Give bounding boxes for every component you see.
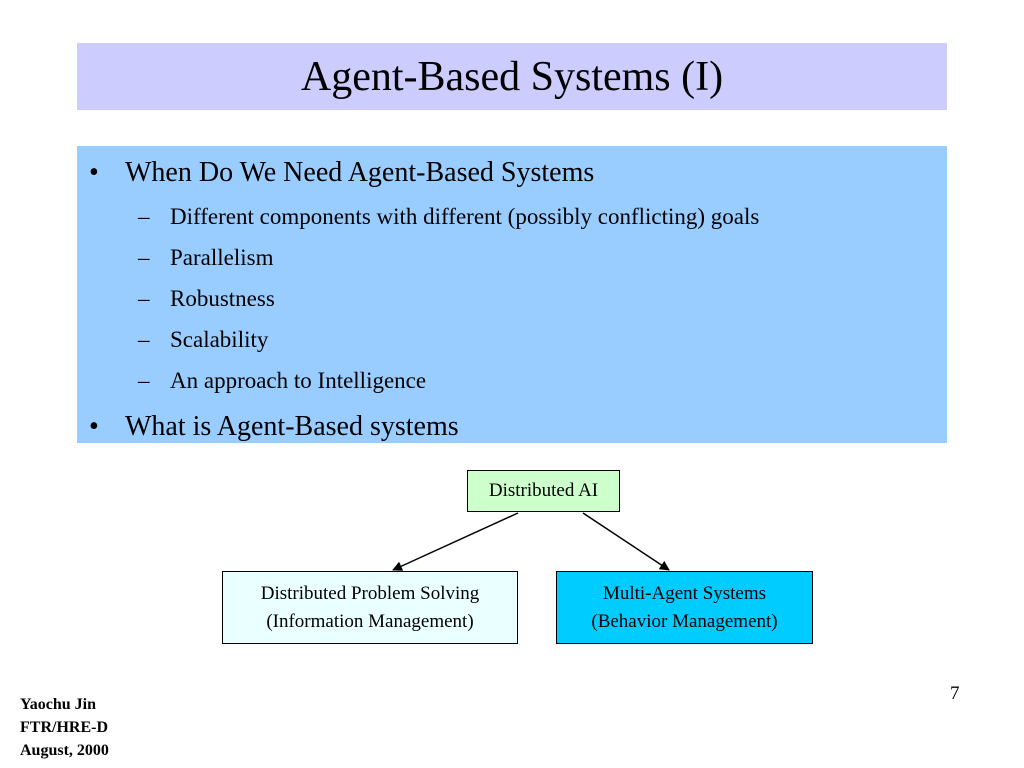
subitem-5: –An approach to Intelligence xyxy=(138,368,426,394)
node-label-line1: Multi-Agent Systems xyxy=(602,582,767,604)
arrow-to-left-node xyxy=(392,512,519,571)
bullet-mark: • xyxy=(89,157,99,188)
dash-mark: – xyxy=(138,286,150,311)
subitem-2: –Parallelism xyxy=(138,245,273,271)
node-multi-agent-systems: Multi-Agent Systems (Behavior Management… xyxy=(556,571,813,644)
footer: Yaochu Jin FTR/HRE-D August, 2000 xyxy=(20,693,109,762)
subitem-text: Parallelism xyxy=(170,245,274,270)
subitem-text: Robustness xyxy=(170,286,275,311)
footer-date: August, 2000 xyxy=(20,742,109,759)
node-label-line2: (Behavior Management) xyxy=(591,610,778,632)
subitem-4: –Scalability xyxy=(138,327,268,353)
bullet-item-1: • When Do We Need Agent-Based Systems xyxy=(89,157,594,189)
node-distributed-problem-solving: Distributed Problem Solving (Information… xyxy=(222,571,518,644)
subitem-3: –Robustness xyxy=(138,286,275,312)
node-distributed-ai: Distributed AI xyxy=(467,470,620,512)
subitem-text: Different components with different (pos… xyxy=(170,204,760,229)
footer-author: Yaochu Jin xyxy=(20,696,97,713)
content-box: •When Do We Need Agent-Based Systems –Di… xyxy=(77,146,947,443)
node-label: Distributed AI xyxy=(488,480,599,501)
footer-department: FTR/HRE-D xyxy=(20,719,108,736)
title-bar: Agent-Based Systems (I) xyxy=(77,43,947,110)
slide-title: Agent-Based Systems (I) xyxy=(300,53,724,100)
arrow-to-right-node xyxy=(582,512,670,571)
node-label-line1: Distributed Problem Solving xyxy=(260,582,480,604)
bullet-text: When Do We Need Agent-Based Systems xyxy=(125,157,595,188)
subitem-1: –Different components with different (po… xyxy=(138,204,759,230)
bullet-mark: • xyxy=(89,411,99,442)
dash-mark: – xyxy=(138,368,150,393)
dash-mark: – xyxy=(138,327,150,352)
dash-mark: – xyxy=(138,204,150,229)
node-label-line2: (Information Management) xyxy=(266,610,474,632)
page-number: 7 xyxy=(950,683,960,704)
subitem-text: An approach to Intelligence xyxy=(170,368,427,393)
bullet-item-2: • What is Agent-Based systems xyxy=(89,411,459,443)
subitem-text: Scalability xyxy=(170,327,269,352)
bullet-text: What is Agent-Based systems xyxy=(125,411,459,442)
dash-mark: – xyxy=(138,245,150,270)
